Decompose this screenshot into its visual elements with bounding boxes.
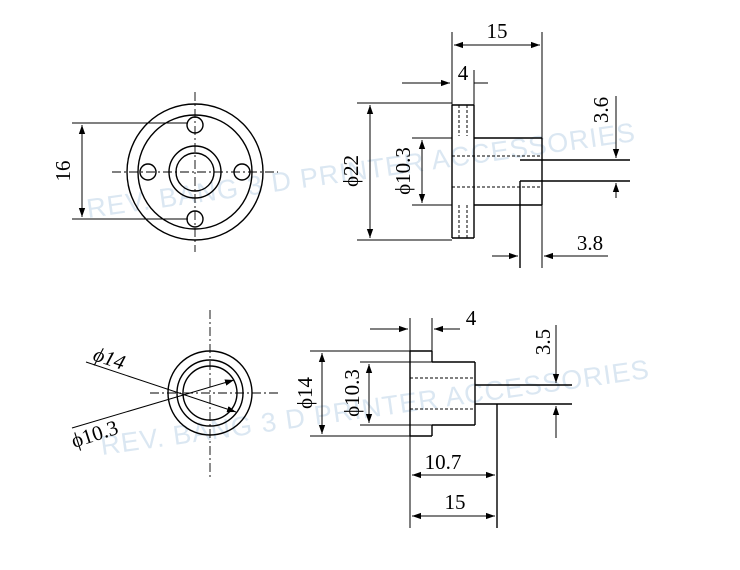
top-side-view: 15 4 ϕ22 ϕ10.3 3.6 3.8 (339, 19, 630, 268)
dim-label-phi14-front: ϕ14 (90, 342, 128, 375)
dim-label-phi10-3-top: ϕ10.3 (391, 147, 415, 195)
dim-label-15-bottom: 15 (445, 490, 466, 514)
dim-label-3-5: 3.5 (531, 329, 555, 355)
dim-label-16: 16 (51, 161, 75, 182)
dim-label-phi10-3-side: ϕ10.3 (340, 369, 364, 417)
watermark-bottom: REV. BANG 3 D PRINTER ACCESSORIES (99, 354, 652, 461)
bottom-side-view: 4 ϕ14 ϕ10.3 3.5 10.7 15 (293, 306, 572, 528)
dim-label-10-7: 10.7 (425, 450, 462, 474)
dim-label-15-top: 15 (487, 19, 508, 43)
dim-label-3-8: 3.8 (577, 231, 603, 255)
bottom-front-view: ϕ14 ϕ10.3 (68, 310, 278, 478)
dim-label-phi22: ϕ22 (339, 155, 363, 187)
dim-label-4-top: 4 (458, 61, 469, 85)
dim-label-3-6: 3.6 (589, 97, 613, 123)
top-front-view: 16 (51, 92, 278, 252)
dim-label-4-bottom: 4 (466, 306, 477, 330)
dim-label-phi14-side: ϕ14 (293, 376, 317, 409)
